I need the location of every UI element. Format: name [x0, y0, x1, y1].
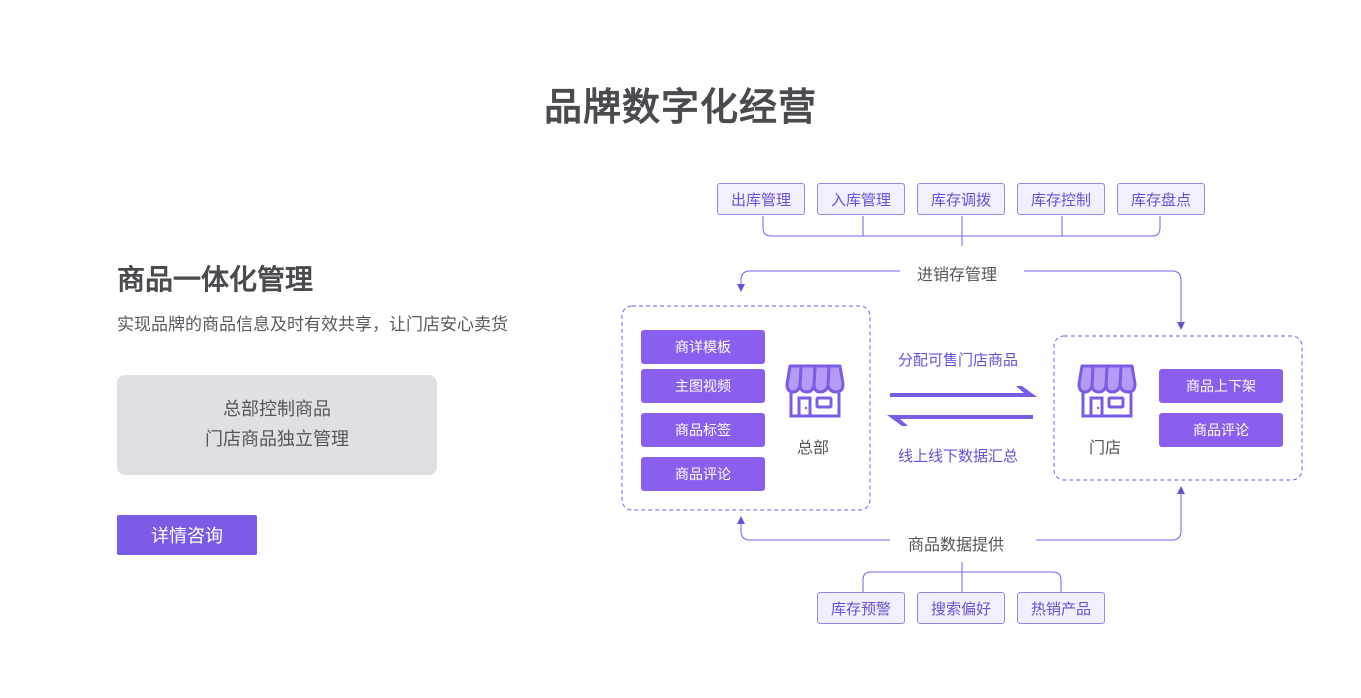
section-title: 商品一体化管理: [117, 263, 314, 296]
top-flow-lines: [737, 270, 1185, 330]
consult-button[interactable]: 详情咨询: [117, 515, 257, 555]
exchange-arrows: [887, 386, 1037, 426]
top-bracket: [762, 216, 1161, 246]
feature-line: 总部控制商品: [223, 399, 331, 420]
store-icon: [785, 364, 845, 418]
tag-search-preference: 搜索偏好: [917, 592, 1005, 624]
tag-hot-products: 热销产品: [1017, 592, 1105, 624]
tag-outbound: 出库管理: [717, 183, 805, 215]
hq-btn-reviews: 商品评论: [641, 457, 765, 491]
store-box: [1053, 335, 1303, 481]
feature-card: 总部控制商品 门店商品独立管理: [117, 375, 437, 475]
tag-inventory-control: 库存控制: [1017, 183, 1105, 215]
section-description: 实现品牌的商品信息及时有效共享，让门店安心卖货: [117, 315, 508, 335]
tag-stock-alert: 库存预警: [817, 592, 905, 624]
tag-transfer: 库存调拨: [917, 183, 1005, 215]
hq-btn-detail-template: 商详模板: [641, 330, 765, 364]
hq-label: 总部: [797, 438, 830, 457]
hq-btn-product-tag: 商品标签: [641, 413, 765, 447]
allocate-label: 分配可售门店商品: [898, 351, 1019, 369]
page-title: 品牌数字化经营: [543, 85, 817, 129]
store-btn-reviews: 商品评论: [1159, 413, 1283, 447]
feature-line: 门店商品独立管理: [205, 429, 349, 450]
tag-stocktake: 库存盘点: [1117, 183, 1205, 215]
store-btn-listing: 商品上下架: [1159, 369, 1283, 403]
summary-label: 线上线下数据汇总: [898, 447, 1019, 465]
hq-btn-main-video: 主图视频: [641, 369, 765, 403]
bottom-flow-lines: [737, 486, 1185, 541]
store-icon: [1077, 364, 1137, 418]
inventory-mgmt-label: 进销存管理: [917, 265, 998, 284]
store-label: 门店: [1089, 438, 1122, 457]
data-provide-label: 商品数据提供: [908, 535, 1005, 554]
tag-inbound: 入库管理: [817, 183, 905, 215]
hq-box: [621, 305, 871, 511]
bottom-bracket: [862, 562, 1062, 592]
